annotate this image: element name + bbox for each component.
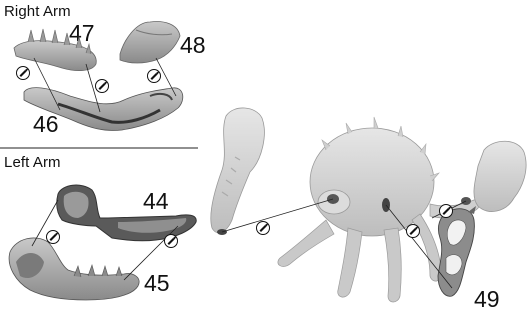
glue-icon xyxy=(407,225,420,238)
part-49-head xyxy=(438,206,476,296)
part-47-claw xyxy=(14,29,96,71)
glue-icon xyxy=(17,67,30,80)
glue-icon xyxy=(440,205,453,218)
part-46-arm xyxy=(24,88,183,131)
glue-icon xyxy=(257,222,270,235)
glue-icon xyxy=(148,70,161,83)
glue-icon xyxy=(96,80,109,93)
glue-icon xyxy=(165,235,178,248)
part-45-claw xyxy=(9,238,139,300)
part-48-shell xyxy=(120,22,180,63)
part-44-arm xyxy=(57,185,196,241)
glue-icon xyxy=(47,231,60,244)
creature-body xyxy=(211,108,526,302)
